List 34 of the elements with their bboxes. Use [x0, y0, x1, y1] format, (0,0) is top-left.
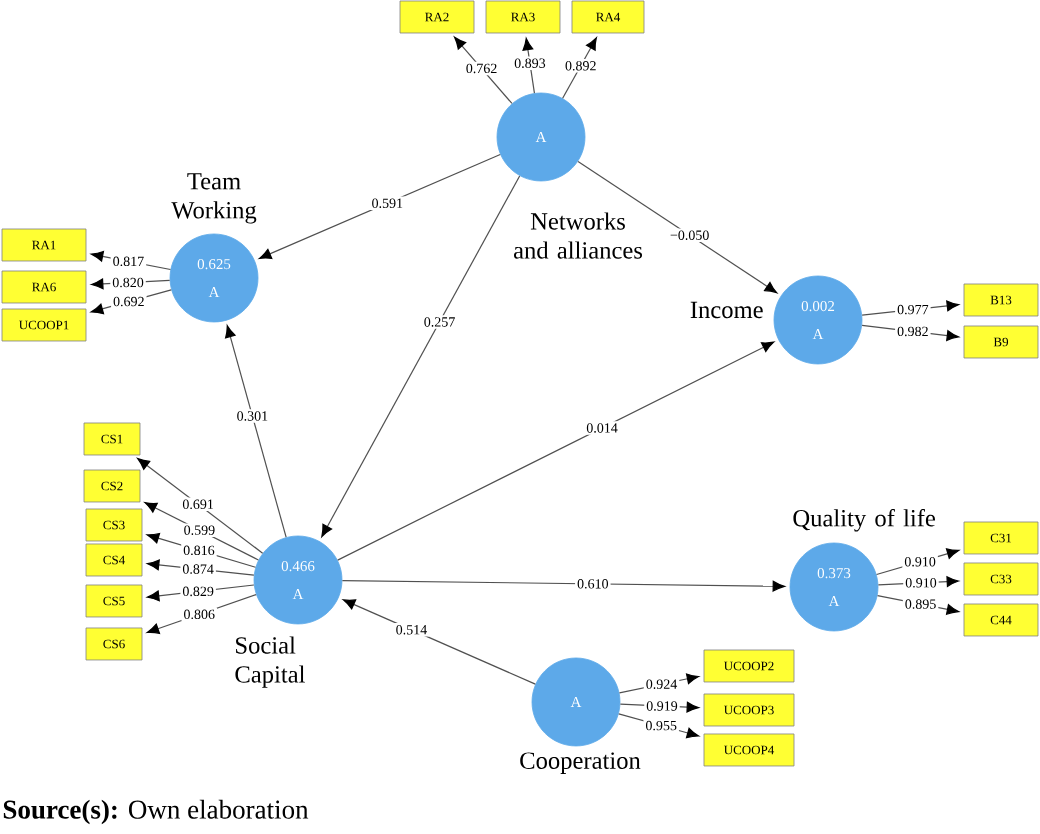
arrow: [454, 36, 513, 105]
arrow: [522, 37, 535, 94]
arrow: [146, 584, 255, 602]
circle-label: Cooperation: [520, 752, 641, 774]
arrow: [225, 325, 287, 538]
arrow: [618, 713, 700, 739]
arrow: [861, 324, 960, 341]
arrow: [137, 457, 264, 554]
arrow: [258, 153, 501, 259]
arrow: [618, 673, 700, 694]
arrow: [876, 595, 960, 615]
arrow: [876, 548, 960, 576]
arrow: [90, 250, 172, 271]
circle-label: Income: [690, 301, 763, 319]
arrow: [337, 341, 775, 561]
arrow: [146, 559, 255, 576]
caption: Source(s): Own elaboration: [3, 799, 309, 825]
circle-label: Networks and alliances: [514, 212, 642, 259]
arrow: [91, 278, 171, 290]
circle-label: Quality of life: [793, 508, 935, 532]
arrow: [562, 37, 597, 99]
arrow: [619, 701, 699, 713]
circle-label: Social Capital: [235, 636, 305, 688]
arrow: [577, 160, 778, 294]
arrow: [144, 502, 259, 561]
arrow: [342, 599, 536, 685]
arrow: [877, 576, 959, 588]
arrow: [861, 300, 960, 316]
arrow: [341, 579, 785, 592]
circle-label: Team Working: [171, 173, 257, 224]
arrow: [146, 593, 257, 634]
arrow: [321, 175, 521, 538]
arrow: [146, 532, 257, 568]
arrow: [90, 289, 172, 315]
